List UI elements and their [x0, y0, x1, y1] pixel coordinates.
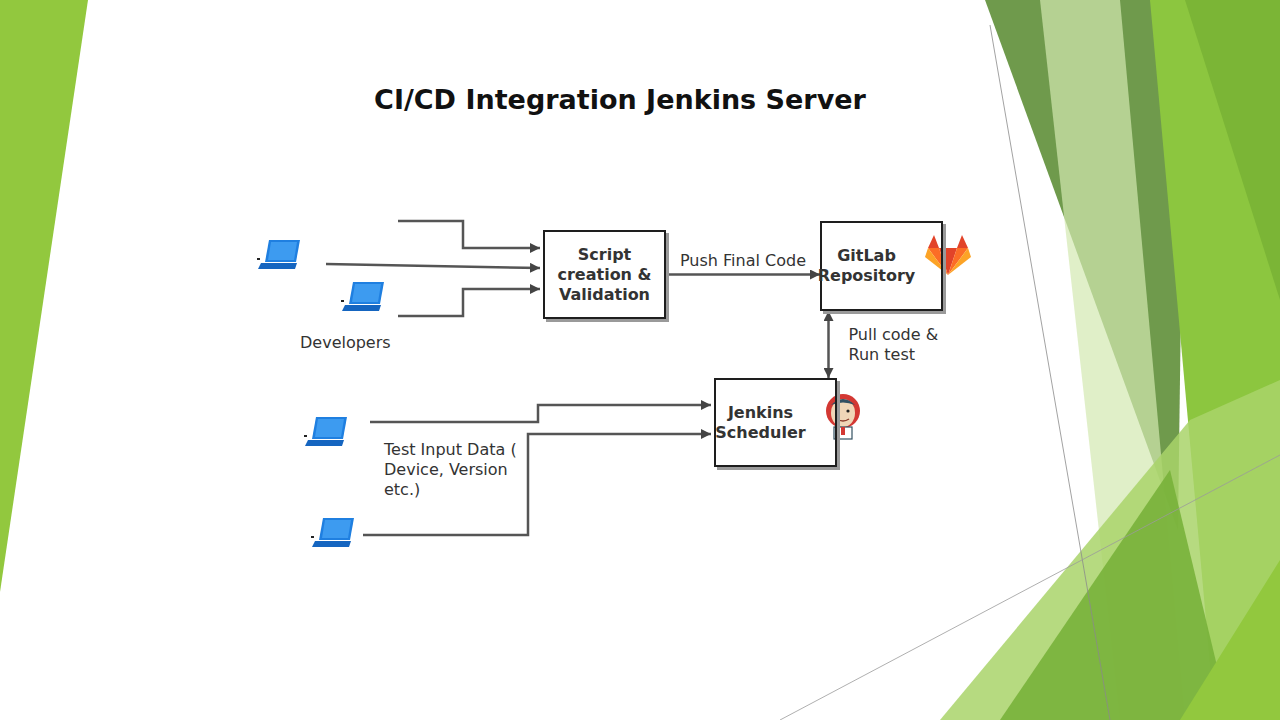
right-corner [1185, 0, 1280, 300]
input-arrow [363, 434, 711, 535]
input-arrow [326, 264, 540, 268]
flow-arrow [827, 311, 830, 378]
box-label: GitLab Repository [818, 246, 916, 286]
scheduler-box: Jenkins Scheduler [714, 378, 837, 467]
edge-label: Pull code & Run test [847, 325, 961, 365]
developer-laptop [341, 282, 384, 311]
tester-laptop [311, 518, 354, 547]
edge-label: Push Final Code [678, 251, 808, 271]
left-triangle [0, 0, 88, 592]
tester-laptop [304, 417, 347, 446]
gitlab-logo [923, 233, 973, 279]
bottom-mid-triangle [1000, 470, 1230, 720]
bottom-right-triangle [940, 380, 1280, 720]
process-box: Script creation & Validation [543, 230, 666, 319]
developer-laptop [257, 240, 300, 269]
thin-line [990, 25, 1110, 720]
slide-title: CI/CD Integration Jenkins Server [240, 84, 1000, 115]
box-label: Script creation & Validation [551, 245, 658, 305]
input-arrow [370, 405, 711, 422]
input-note: Test Input Data ( Device, Version etc.) [384, 440, 522, 500]
box-label: Jenkins Scheduler [715, 403, 805, 443]
group-label: Developers [300, 333, 430, 353]
flow-arrow [666, 273, 820, 276]
repository-box: GitLab Repository [820, 221, 943, 311]
input-arrow [398, 221, 540, 248]
jenkins-logo [821, 391, 865, 441]
bottom-corner [1180, 560, 1280, 720]
thin-line [780, 455, 1280, 720]
input-arrow [398, 289, 540, 316]
